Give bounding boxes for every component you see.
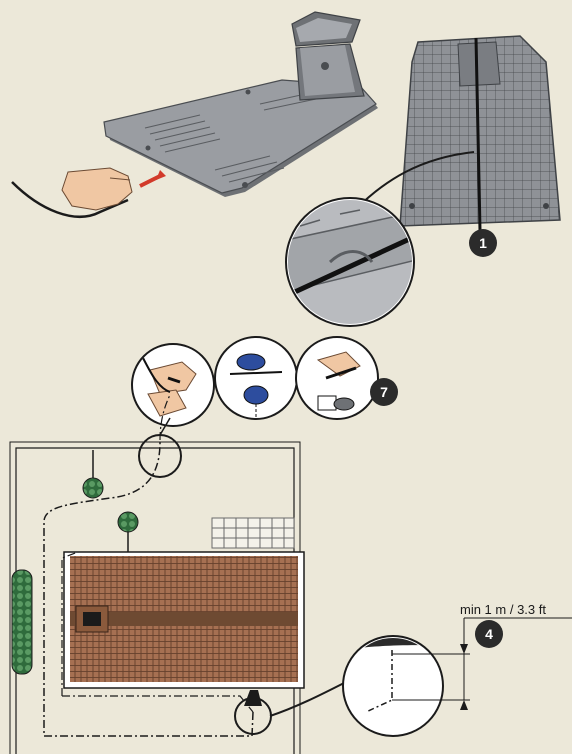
station-grid-plate-illustration — [400, 36, 560, 230]
svg-text:7: 7 — [380, 384, 388, 400]
wire-tools-detail-circles — [132, 337, 378, 426]
tree — [118, 512, 138, 552]
step-4-badge: 4 — [475, 620, 503, 648]
hand-inserting-wire-illustration — [12, 168, 166, 217]
patio-tiles — [212, 518, 294, 548]
svg-text:4: 4 — [485, 626, 493, 642]
wire-clip-detail-circle — [286, 198, 416, 328]
distance-detail-circle — [343, 636, 443, 736]
house-roof — [64, 552, 304, 688]
yard-plan-diagram — [10, 395, 304, 754]
svg-text:1: 1 — [479, 235, 487, 251]
step-1-badge: 1 — [469, 229, 497, 257]
charging-station-illustration — [104, 12, 378, 197]
step-7-badge: 7 — [370, 378, 398, 406]
tree — [83, 450, 103, 498]
distance-label: min 1 m / 3.3 ft — [460, 602, 546, 617]
